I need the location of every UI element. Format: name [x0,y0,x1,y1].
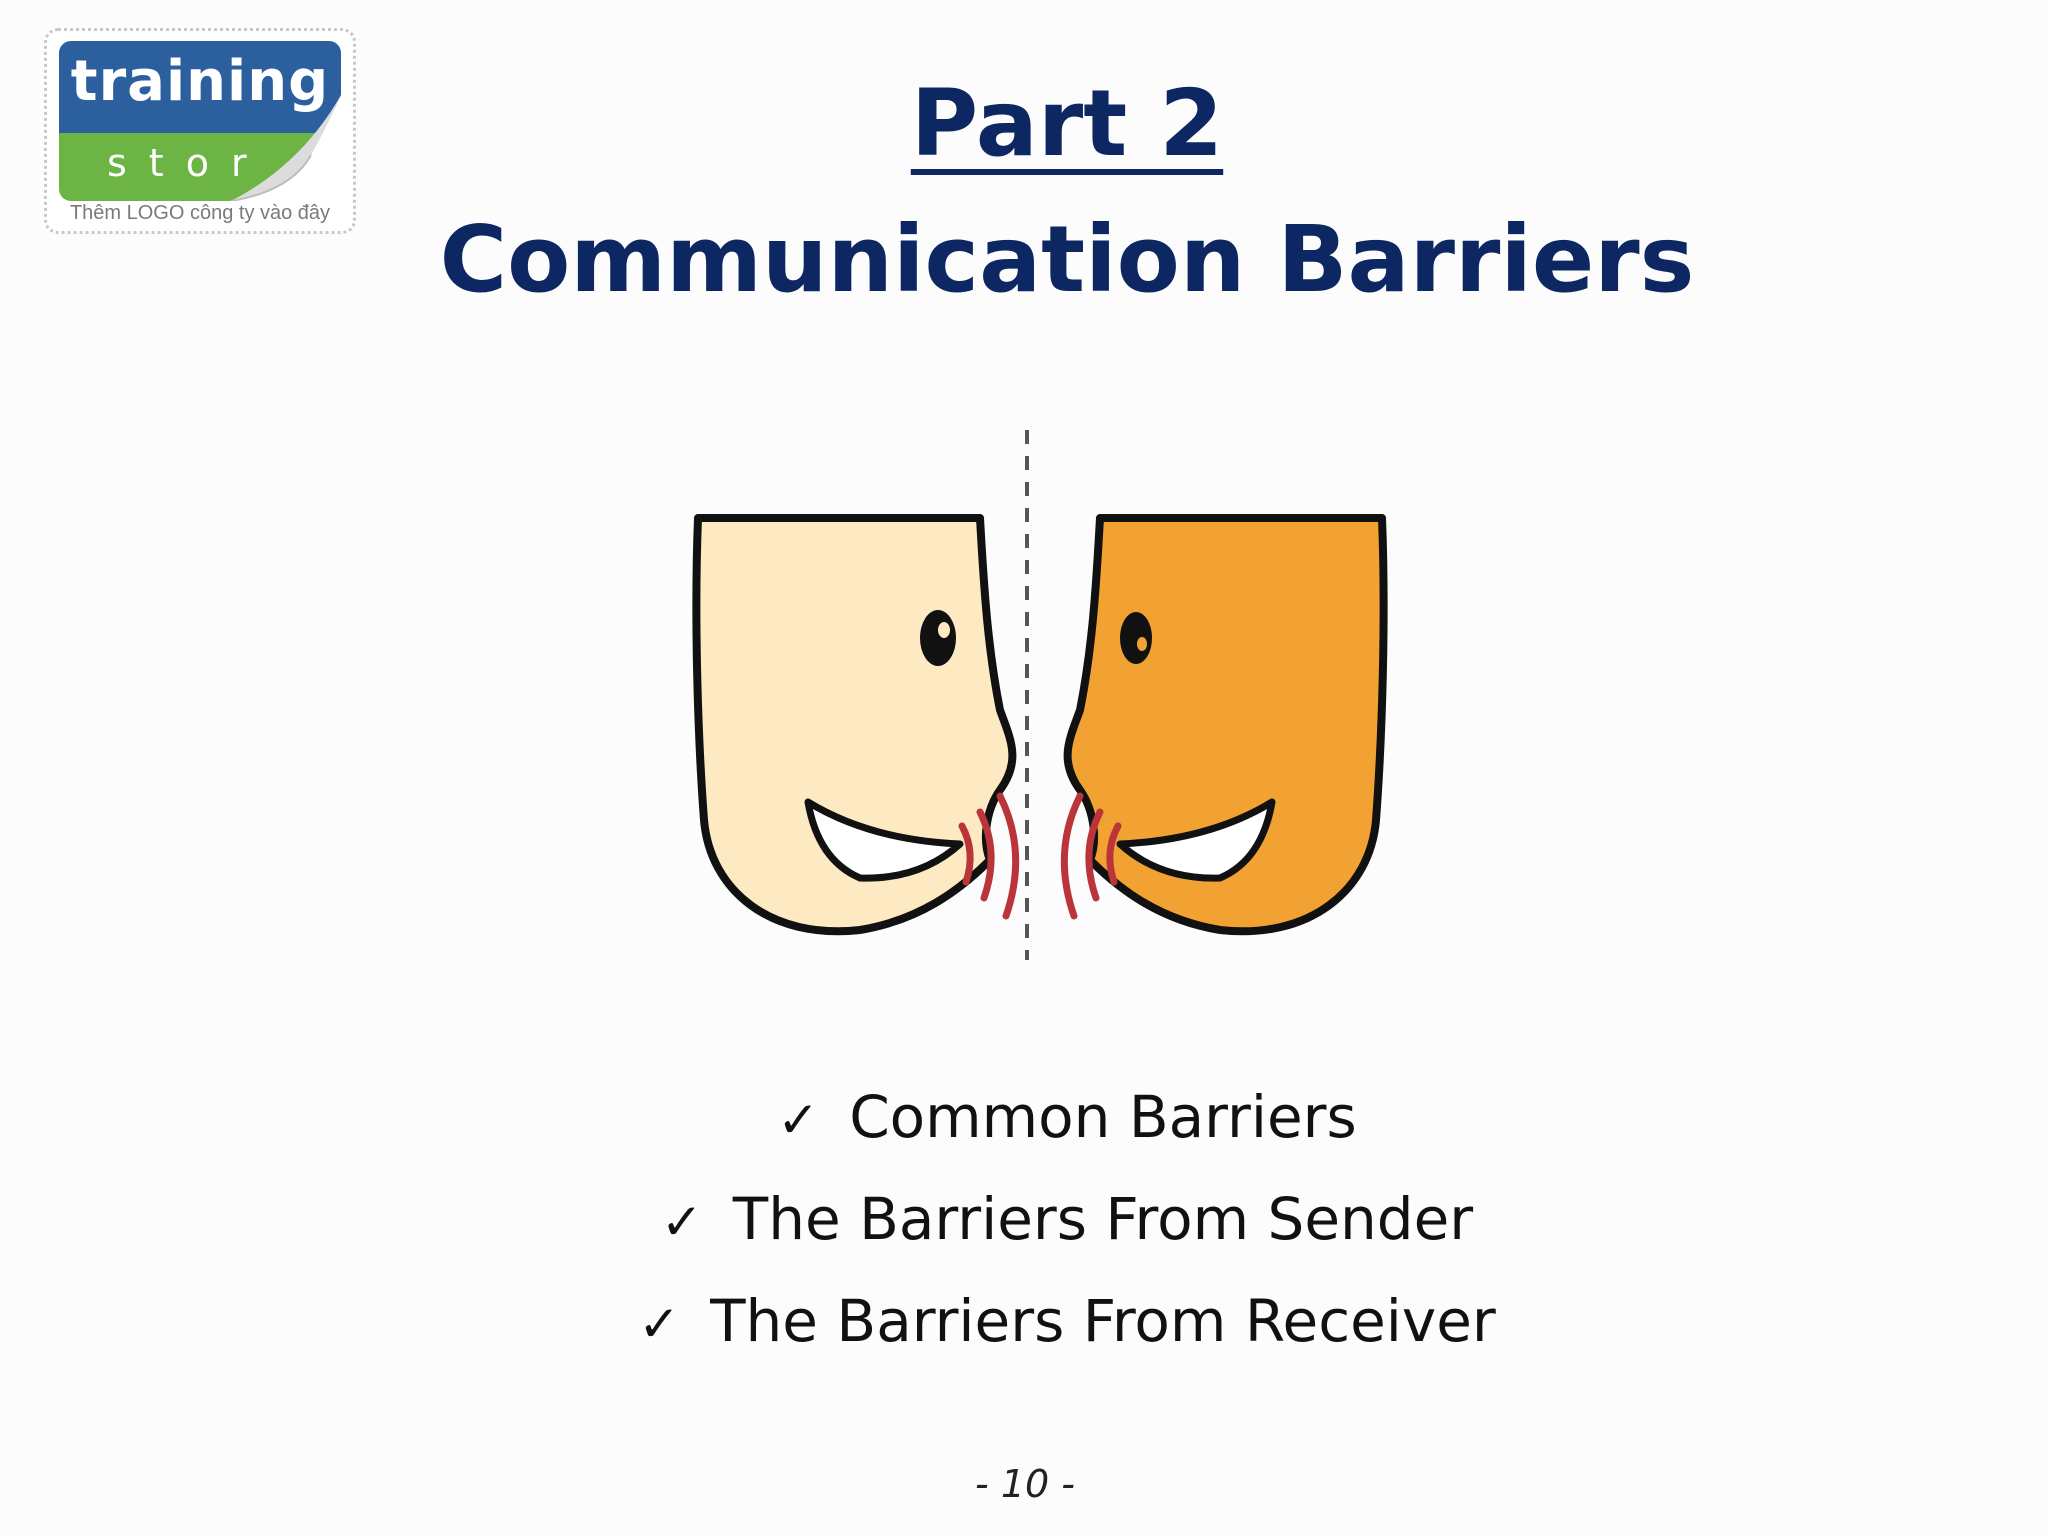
right-mouth [1116,798,1276,882]
logo-blue-band: training [59,41,341,133]
logo-caption: Thêm LOGO công ty vào đây [69,202,331,224]
right-eye [1120,612,1152,664]
checkmark-icon: ✓ [638,1295,681,1353]
page-number: - 10 - [975,1462,1075,1506]
main-title: Communication Barriers [439,206,1695,313]
company-logo: training stor Thêm LOGO công ty vào đây [44,28,356,234]
left-eye [920,610,956,666]
checkmark-icon: ✓ [777,1091,820,1149]
bullet-text: Common Barriers [849,1083,1357,1151]
logo-sub-text: stor [107,141,269,185]
page-curl-icon [231,95,341,201]
logo-brand-text: training [70,49,330,114]
checkmark-icon: ✓ [660,1193,703,1251]
bullet-item: ✓ The Barriers From Receiver [0,1272,2048,1374]
bullet-text: The Barriers From Receiver [710,1287,1496,1355]
two-faces-talking-icon [692,430,1388,960]
sound-waves-right [1060,792,1122,920]
left-mouth [804,798,964,882]
bullet-list: ✓ Common Barriers ✓ The Barriers From Send… [0,1068,2048,1374]
bullet-item: ✓ The Barriers From Sender [0,1170,2048,1272]
part-title: Part 2 [910,70,1224,177]
bullet-text: The Barriers From Sender [732,1185,1474,1253]
sound-waves-left [958,792,1020,920]
bullet-item: ✓ Common Barriers [0,1068,2048,1170]
